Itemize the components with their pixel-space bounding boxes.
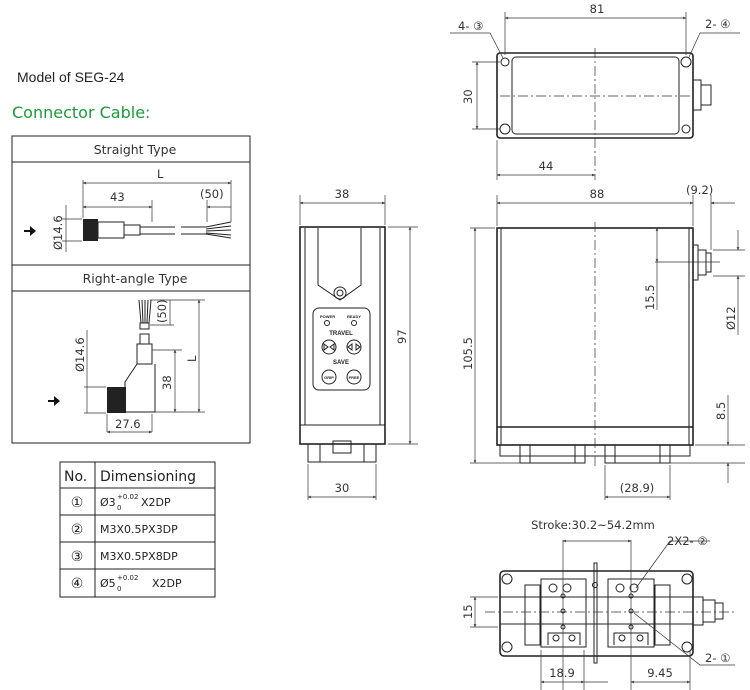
dim-38: 38 <box>335 187 350 201</box>
dimension-table: No. Dimensioning ① Ø3 +0.02 0 X2DP ② M3X… <box>59 461 216 598</box>
ready-label: READY <box>347 314 361 319</box>
callout-4: 2- ④ <box>705 17 730 31</box>
dim-18-9: 18.9 <box>549 666 575 680</box>
free-button: FREE <box>349 375 360 380</box>
straight-cable-drawing: L 43 (50) Ø14.6 <box>24 167 232 252</box>
dim-L: L <box>157 167 164 181</box>
row-tol-up: +0.02 <box>117 493 138 501</box>
dim-88: 88 <box>590 187 605 201</box>
bottom-view: Stroke:30.2~54.2mm 15 18.9 9.45 2X2- ② 2… <box>461 518 735 690</box>
stroke-label: Stroke:30.2~54.2mm <box>531 518 655 532</box>
callout-2: 2X2- ② <box>667 534 708 548</box>
dim-43: 43 <box>110 190 125 204</box>
power-label: POWER <box>320 314 335 319</box>
row-base: Ø5 <box>100 577 116 590</box>
row-no: ③ <box>71 549 84 565</box>
dim-38: 38 <box>160 375 174 390</box>
dim-9-45: 9.45 <box>647 666 673 680</box>
grip-button: GRIP <box>324 375 334 380</box>
table-header-no: No. <box>64 469 87 485</box>
save-label: SAVE <box>333 360 349 366</box>
right-angle-cable-drawing: L 38 (50) Ø14.6 27.6 <box>48 299 205 434</box>
row-no: ② <box>71 522 84 538</box>
dim-dia: Ø14.6 <box>73 337 87 372</box>
dim-50: (50) <box>155 299 169 323</box>
row-tol-up: +0.02 <box>117 574 138 582</box>
row-text: M3X0.5PX3DP <box>100 523 178 536</box>
top-view: 81 30 44 4- ③ 2- ④ <box>450 2 740 180</box>
dim-30: 30 <box>335 481 350 495</box>
open-travel-button <box>346 339 362 355</box>
dim-44: 44 <box>539 159 554 173</box>
connector-cable-box: Straight Type Right-angle Type L 43 (50)… <box>11 135 251 444</box>
dim-97: 97 <box>395 329 409 344</box>
arrow-left-icon <box>48 396 60 406</box>
dim-L: L <box>185 355 199 362</box>
close-travel-button <box>321 339 337 355</box>
dim-9-2: (9.2) <box>686 183 713 197</box>
arrow-left-icon <box>24 226 36 236</box>
dim-81: 81 <box>590 2 605 16</box>
section-title: Connector Cable: <box>12 103 150 122</box>
row-suffix: X2DP <box>141 496 171 509</box>
dim-15: 15 <box>461 604 475 619</box>
dim-dia-12: Ø12 <box>724 306 738 330</box>
dim-50: (50) <box>200 187 224 201</box>
travel-label: TRAVEL <box>329 331 353 337</box>
row-tol-dn: 0 <box>117 585 121 593</box>
dim-8-5: 8.5 <box>714 402 728 420</box>
table-header-dim: Dimensioning <box>100 469 196 485</box>
dim-28-9: (28.9) <box>620 481 655 495</box>
dim-105-5: 105.5 <box>461 337 475 370</box>
row-text: M3X0.5PX8DP <box>100 550 178 563</box>
straight-type-label: Straight Type <box>94 142 177 157</box>
dim-27-6: 27.6 <box>115 417 141 431</box>
row-suffix: X2DP <box>152 577 182 590</box>
front-view: POWER READY TRAVEL SAVE GRIP FREE 38 97 … <box>299 187 418 500</box>
ready-led-icon <box>351 320 357 326</box>
callout-1: 2- ① <box>705 651 730 665</box>
row-no: ① <box>71 495 84 511</box>
dim-30: 30 <box>461 89 475 104</box>
dim-15-5: 15.5 <box>643 284 657 310</box>
right-angle-type-label: Right-angle Type <box>83 271 188 286</box>
power-led-icon <box>324 320 330 326</box>
row-tol-dn: 0 <box>117 504 121 512</box>
callout-3: 4- ③ <box>458 19 483 33</box>
model-title: Model of SEG-24 <box>17 69 125 85</box>
dim-dia: Ø14.6 <box>51 215 65 250</box>
row-no: ④ <box>71 576 84 592</box>
row-base: Ø3 <box>100 496 116 509</box>
side-view: 88 (9.2) 105.5 15.5 Ø12 8.5 (28.9) <box>461 183 745 500</box>
